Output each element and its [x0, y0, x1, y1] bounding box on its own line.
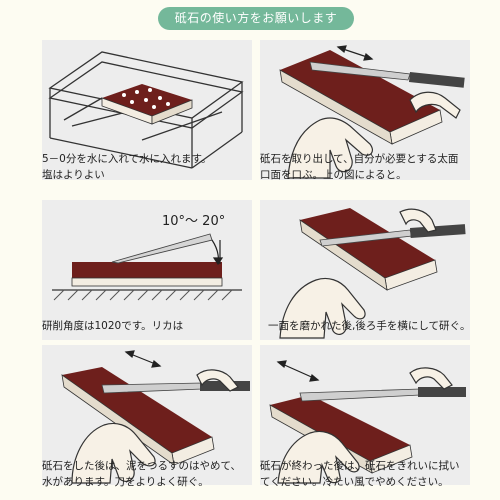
angle-label: 10°～ 20°: [162, 214, 226, 229]
step-2-caption: 砥石を取り出して、自分が必要とする太面 口面を口ぶ。上の図によると。: [260, 153, 459, 181]
step-1-caption: 5－0分を水に入れて水に入れます。 塩はよりよい: [42, 153, 212, 181]
step-5-illustration: [42, 345, 252, 485]
hand-icon: [287, 91, 461, 179]
step-6-illustration: [260, 345, 470, 485]
hand-icon: [279, 208, 437, 339]
step-4-illustration: [260, 200, 470, 340]
knife-icon: [111, 233, 213, 264]
knife-icon: [309, 61, 465, 88]
whetstone-icon: [71, 262, 223, 287]
step-6-caption: 砥石が終わった後は、砥石をきれいに拭い てください。冷たい風でやめください。: [260, 460, 460, 488]
whetstone-icon: [299, 208, 438, 291]
whetstone-icon: [101, 84, 193, 125]
step-1-illustration: [42, 40, 252, 180]
hand-icon: [71, 369, 239, 484]
arrow-icon: [124, 350, 162, 368]
hand-icon: [277, 367, 453, 484]
step-3-illustration: 10°～ 20°: [42, 200, 252, 340]
tub-icon: [48, 51, 244, 169]
step-3-caption: 研削角度は1020です。リカは: [42, 320, 184, 332]
arrow-icon: [276, 360, 320, 382]
arrow-icon: [211, 239, 224, 266]
step-4-caption: 一面を磨かれた後,後ろ手を横にして研ぐ。: [268, 320, 471, 332]
step-2-illustration: [260, 40, 470, 180]
arrow-icon: [336, 45, 374, 61]
step-5-caption: 砥石をした後は、泥をつるすのはやめて、 水があります。刀をよりよく研ぐ。: [42, 460, 241, 488]
whetstone-icon: [61, 367, 215, 466]
knife-icon: [299, 387, 466, 402]
page-title: 砥石の使い方をお願いします: [158, 7, 354, 30]
